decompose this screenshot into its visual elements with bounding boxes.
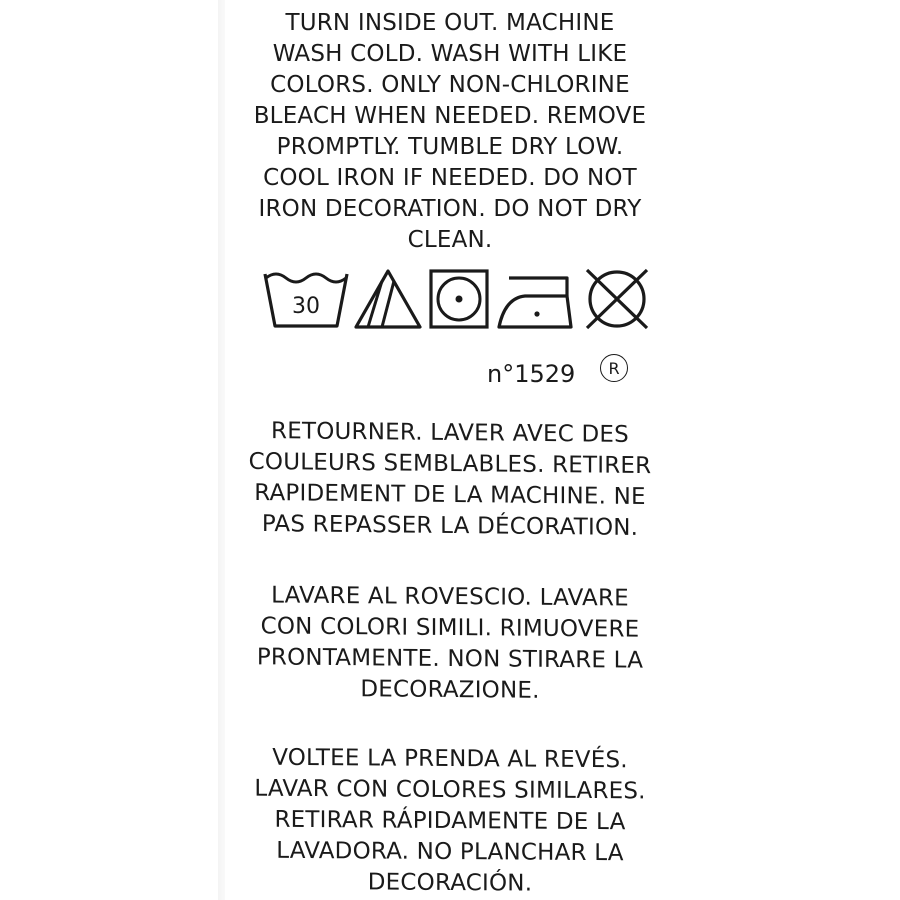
- instruction-line: PROMPTLY. TUMBLE DRY LOW.: [276, 134, 624, 160]
- cool-iron-icon: [497, 276, 573, 329]
- instruction-line: CLEAN.: [407, 227, 493, 253]
- instruction-line: IRON DECORATION. DO NOT DRY: [258, 196, 642, 222]
- care-symbols-row: 30: [261, 266, 661, 336]
- instruction-line: LAVARE AL ROVESCIO. LAVARE: [271, 582, 629, 612]
- do-not-dry-clean-icon: [585, 268, 649, 330]
- instruction-line: RAPIDEMENT DE LA MACHINE. NE: [254, 479, 646, 511]
- care-label: TURN INSIDE OUT. MACHINE WASH COLD. WASH…: [225, 0, 675, 900]
- instruction-line: RETOURNER. LAVER AVEC DES: [271, 418, 629, 448]
- italian-instructions: LAVARE AL ROVESCIO. LAVARE CON COLORI SI…: [225, 580, 675, 708]
- french-instructions: RETOURNER. LAVER AVEC DES COULEURS SEMBL…: [225, 416, 675, 545]
- instruction-line: COLORS. ONLY NON-CHLORINE: [270, 72, 630, 98]
- wash-30-icon: 30: [263, 272, 349, 328]
- instruction-line: VOLTEE LA PRENDA AL REVÉS.: [272, 744, 628, 774]
- wash-temperature: 30: [292, 294, 320, 319]
- instruction-line: RETIRAR RÁPIDAMENTE DE LA: [274, 806, 626, 836]
- instruction-line: WASH COLD. WASH WITH LIKE: [272, 41, 628, 67]
- instruction-line: CON COLORI SIMILI. RIMUOVERE: [260, 613, 640, 643]
- instruction-line: DECORACIÓN.: [367, 869, 533, 897]
- certificate-number: n°1529: [487, 360, 576, 388]
- instruction-line: LAVADORA. NO PLANCHAR LA: [276, 837, 624, 867]
- spanish-instructions: VOLTEE LA PRENDA AL REVÉS. LAVAR CON COL…: [225, 742, 675, 900]
- instruction-line: PRONTAMENTE. NON STIRARE LA: [256, 644, 644, 674]
- instruction-line: TURN INSIDE OUT. MACHINE: [285, 10, 615, 36]
- instruction-line: LAVAR CON COLORES SIMILARES.: [254, 775, 646, 805]
- registered-mark: R: [600, 354, 628, 382]
- english-instructions: TURN INSIDE OUT. MACHINE WASH COLD. WASH…: [225, 8, 675, 256]
- tumble-dry-low-icon: [429, 269, 489, 329]
- instruction-line: COOL IRON IF NEEDED. DO NOT: [263, 165, 637, 191]
- non-chlorine-bleach-icon: [354, 269, 422, 329]
- instruction-line: DECORAZIONE.: [360, 676, 540, 704]
- instruction-line: COULEURS SEMBLABLES. RETIRER: [248, 448, 652, 480]
- instruction-line: BLEACH WHEN NEEDED. REMOVE: [253, 103, 647, 129]
- instruction-line: PAS REPASSER LA DÉCORATION.: [261, 511, 639, 541]
